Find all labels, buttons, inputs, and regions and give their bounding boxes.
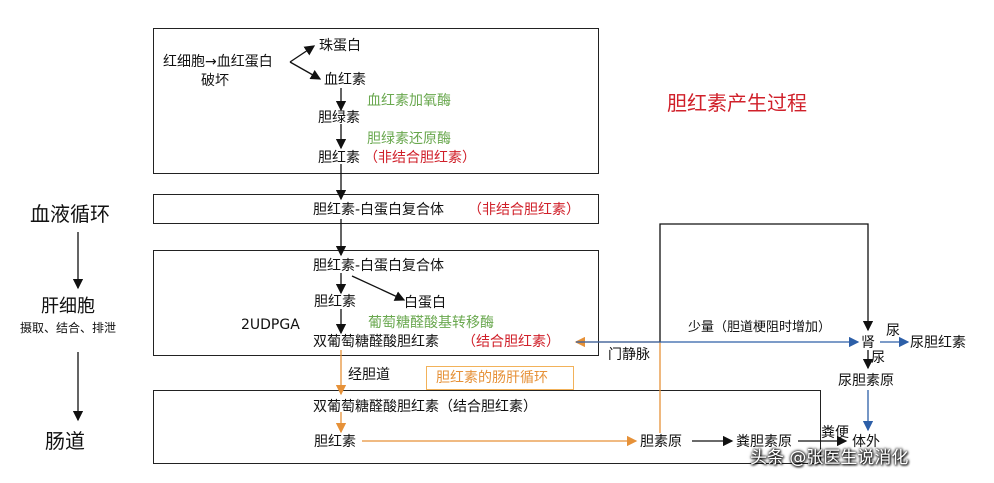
liver-cell-box <box>153 250 599 356</box>
urine-label-side: 尿 <box>871 350 885 366</box>
rbc-to-hemoglobin-label: 红细胞→血红蛋白 <box>163 54 273 70</box>
blood-circulation-label: 血液循环 <box>30 202 110 226</box>
bilirubin-albumin-complex-label: 胆红素-白蛋白复合体 <box>313 202 445 218</box>
albumin-label: 白蛋白 <box>404 295 446 311</box>
bilirubin-label: 胆红素 <box>318 150 360 166</box>
portal-vein-label: 门静脉 <box>608 347 650 363</box>
heme-oxygenase-label: 血红素加氧酶 <box>367 93 451 109</box>
urobilinogen-urine-label: 尿胆素原 <box>838 373 894 389</box>
unconjugated-bilirubin-note: （非结合胆红素） <box>364 150 476 166</box>
bile-duct-label: 经胆道 <box>348 367 390 383</box>
gut-bilirubin-label: 胆红素 <box>314 434 356 450</box>
diglucuronide-label: 双葡萄糖醛酸胆红素 <box>313 334 439 350</box>
liver-bilirubin-label: 胆红素 <box>314 294 356 310</box>
blood-circulation-box <box>153 194 599 224</box>
gut-diglucuronide-label: 双葡萄糖醛酸胆红素（结合胆红素） <box>313 399 537 415</box>
feces-label: 粪便 <box>821 425 849 441</box>
urine-bilirubin-label: 尿胆红素 <box>910 335 966 351</box>
urine-label-top: 尿 <box>886 323 900 339</box>
kidney-label: 肾 <box>861 335 875 351</box>
urobilinogen-label: 胆素原 <box>640 434 682 450</box>
conjugated-bilirubin-note: （结合胆红素） <box>462 334 560 350</box>
destroy-label: 破坏 <box>201 73 229 89</box>
excreted-label: 体外 <box>852 434 880 450</box>
blood-unconjugated-note: （非结合胆红素） <box>468 202 580 218</box>
biliverdin-reductase-label: 胆绿素还原酶 <box>367 131 451 147</box>
biliverdin-label: 胆绿素 <box>318 110 360 126</box>
heme-degradation-box <box>153 28 599 174</box>
intestine-box <box>153 390 821 464</box>
enterohepatic-circulation-label: 胆红素的肠肝循环 <box>436 370 548 386</box>
liver-complex-label: 胆红素-白蛋白复合体 <box>313 258 445 274</box>
glucuronyl-transferase-label: 葡萄糖醛酸基转移酶 <box>368 315 494 331</box>
liver-cell-label: 肝细胞 <box>41 296 95 317</box>
udpga-label: 2UDPGA <box>241 317 300 333</box>
globin-label: 珠蛋白 <box>319 38 361 54</box>
diagram-title: 胆红素产生过程 <box>667 91 807 115</box>
heme-label: 血红素 <box>324 72 366 88</box>
stercobilinogen-label: 粪胆素原 <box>736 434 792 450</box>
watermark-text: 头条 @张医生说消化 <box>750 448 909 468</box>
small-amount-label: 少量（胆道梗阻时增加） <box>688 320 832 335</box>
liver-functions-label: 摄取、结合、排泄 <box>20 321 117 335</box>
intestine-label: 肠道 <box>45 429 85 453</box>
enterohepatic-circulation-box <box>426 366 574 390</box>
